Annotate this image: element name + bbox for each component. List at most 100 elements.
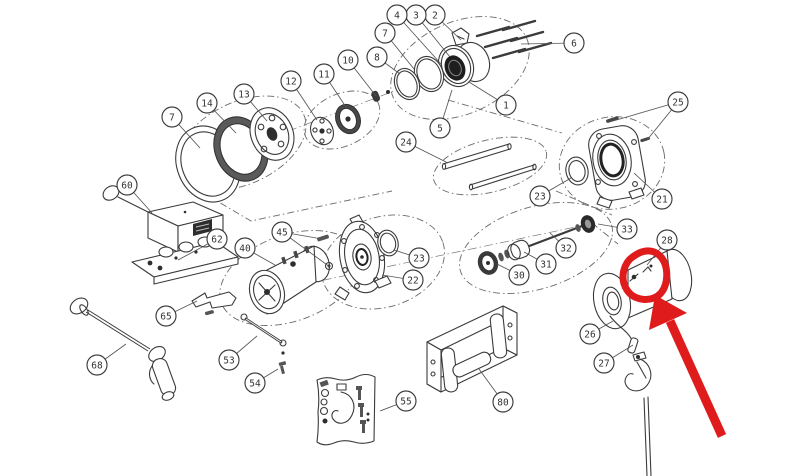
- callout-label: 24: [400, 137, 412, 148]
- callout-label: 31: [540, 259, 552, 270]
- callout-label: 60: [121, 180, 133, 191]
- callout-68: 68: [86, 343, 127, 376]
- carrier-disc-drawing: [249, 107, 295, 161]
- callout-label: 53: [223, 355, 234, 366]
- callout-label: 32: [560, 243, 571, 254]
- callout-23: 23: [529, 177, 572, 207]
- callout-65: 65: [155, 300, 198, 327]
- drum-support-plate-drawing: [588, 125, 646, 209]
- callout-28: 28: [646, 229, 678, 266]
- red-oval-annotation: [619, 247, 671, 303]
- winch-drum-drawing: [592, 248, 693, 330]
- callout-53: 53: [218, 335, 258, 371]
- callout-30: 30: [496, 263, 530, 286]
- red-arrow-head: [649, 295, 687, 330]
- callout-label: 23: [534, 191, 545, 202]
- callout-label: 11: [318, 69, 330, 80]
- callout-54: 54: [244, 368, 279, 394]
- callout-label: 33: [621, 224, 632, 235]
- callout-2: 2: [424, 4, 462, 41]
- callout-14: 14: [196, 92, 237, 134]
- callout-label: 26: [584, 329, 596, 340]
- callout-label: 3: [413, 10, 419, 21]
- callout-4: 4: [386, 4, 442, 65]
- callout-8: 8: [366, 46, 401, 75]
- callout-label: 40: [239, 243, 251, 254]
- callout-label: 22: [407, 275, 418, 286]
- callout-label: 54: [249, 378, 261, 389]
- callout-label: 7: [169, 112, 175, 123]
- callout-label: 62: [211, 234, 222, 245]
- cable-hook-drawing: [609, 315, 652, 476]
- motor-drawing: [248, 234, 334, 315]
- remote-plug-drawing: [69, 297, 177, 401]
- tie-rods-drawing: [475, 19, 553, 60]
- small-bolt-drawing: [278, 351, 287, 375]
- link-rod-drawing: [240, 313, 287, 347]
- solenoid-base-drawing: [131, 236, 239, 285]
- mounting-bracket-drawing: [191, 291, 237, 316]
- callout-6: 6: [520, 32, 585, 54]
- callout-31: 31: [523, 251, 557, 275]
- callout-label: 80: [497, 397, 509, 408]
- callout-33: 33: [597, 218, 638, 240]
- callout-label: 2: [432, 10, 438, 21]
- callout-24: 24: [395, 131, 449, 164]
- red-arrow-shaft: [665, 319, 727, 438]
- callout-label: 12: [285, 76, 296, 87]
- callout-27: 27: [593, 344, 634, 374]
- callout-label: 6: [571, 38, 577, 49]
- callout-label: 28: [661, 235, 673, 246]
- callout-label: 27: [598, 358, 609, 369]
- callout-label: 23: [413, 253, 424, 264]
- callout-label: 8: [374, 52, 380, 63]
- callout-21: 21: [633, 172, 673, 210]
- callout-label: 55: [400, 396, 411, 407]
- callout-label: 5: [437, 123, 443, 134]
- red-annotation-layer: [619, 247, 727, 438]
- seal-ring-drawing: [565, 156, 589, 186]
- clutch-gears-drawing: [309, 90, 390, 146]
- callout-label: 65: [160, 311, 171, 322]
- callout-label: 68: [91, 360, 103, 371]
- callout-62: 62: [177, 228, 228, 261]
- callout-label: 7: [382, 28, 388, 39]
- callout-label: 30: [513, 270, 525, 281]
- callout-25: 25: [612, 91, 689, 141]
- callout-45: 45: [271, 221, 331, 268]
- callout-label: 14: [201, 98, 213, 109]
- callout-7: 7: [161, 106, 201, 149]
- callout-label: 4: [394, 10, 400, 21]
- callout-60: 60: [116, 174, 153, 214]
- callout-22: 22: [381, 269, 424, 291]
- callout-label: 13: [238, 89, 249, 100]
- callout-26: 26: [579, 320, 614, 345]
- callout-5: 5: [429, 89, 453, 139]
- drum-end-cap-drawing: [393, 27, 491, 101]
- callout-12: 12: [280, 70, 318, 121]
- callout-40: 40: [234, 237, 276, 266]
- callout-13: 13: [233, 83, 268, 122]
- mounting-screws-drawing: [606, 116, 650, 143]
- crossbar-tubes-drawing: [441, 143, 537, 191]
- callout-label: 1: [503, 100, 509, 111]
- callout-label: 21: [656, 194, 668, 205]
- accessory-kit-plate-drawing: [316, 373, 376, 446]
- callout-11: 11: [313, 63, 347, 108]
- callout-label: 45: [276, 227, 287, 238]
- callout-55: 55: [379, 390, 417, 412]
- roller-fairlead-drawing: [426, 305, 518, 393]
- callout-23: 23: [393, 247, 430, 269]
- callout-32: 32: [549, 232, 577, 259]
- callout-10: 10: [337, 49, 377, 97]
- control-pack-drawing: [102, 185, 224, 253]
- gear-housing-drawing: [334, 214, 399, 301]
- callout-80: 80: [478, 368, 514, 413]
- callout-label: 10: [342, 55, 354, 66]
- drive-shaft-assembly-drawing: [477, 215, 596, 275]
- callout-7: 7: [374, 22, 415, 70]
- callout-label: 25: [672, 97, 683, 108]
